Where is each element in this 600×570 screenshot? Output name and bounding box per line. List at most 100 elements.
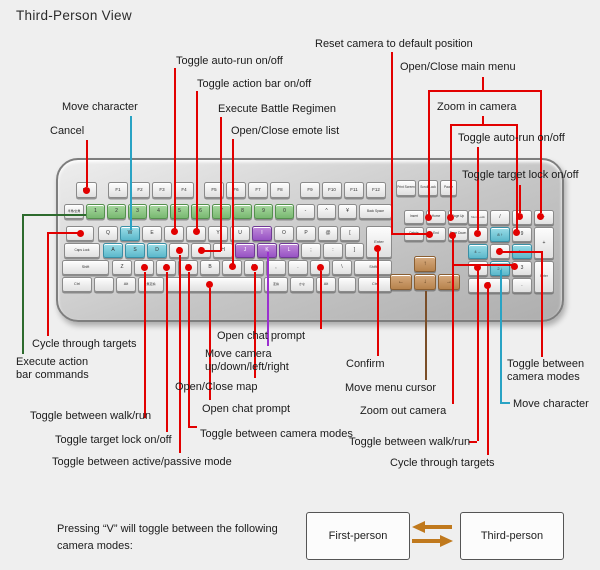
key-pause-15: Pause bbox=[440, 180, 457, 196]
key-marker-dot-16 bbox=[185, 264, 192, 271]
callout-move-character-right: Move character bbox=[513, 398, 589, 410]
key-marker-dot-12 bbox=[516, 213, 523, 220]
connector-line-3 bbox=[196, 91, 198, 230]
callout-toggle-walk-run-right: Toggle between walk/run bbox=[349, 436, 471, 448]
callout-zoom-in-camera: Zoom in camera bbox=[437, 101, 517, 113]
connector-line-22 bbox=[22, 214, 24, 354]
connector-line-21 bbox=[22, 214, 86, 216]
key---77: かな bbox=[290, 277, 314, 292]
key-j-52: J bbox=[235, 243, 255, 258]
key-f2-2: F2 bbox=[130, 182, 150, 198]
key-e-34: E bbox=[142, 226, 162, 241]
key---89: ↓ bbox=[414, 274, 436, 290]
connector-line-23 bbox=[144, 272, 146, 418]
key-marker-dot-11 bbox=[474, 230, 481, 237]
key---29: ¥ bbox=[338, 204, 357, 219]
connector-line-4 bbox=[220, 117, 222, 251]
key---43: [ bbox=[340, 226, 360, 241]
callout-cancel: Cancel bbox=[50, 125, 85, 137]
connector-line-31 bbox=[320, 271, 322, 329]
key-marker-dot-13 bbox=[141, 264, 148, 271]
connector-line-25 bbox=[179, 255, 181, 453]
key-marker-dot-8 bbox=[537, 213, 544, 220]
key-shift-70: Shift bbox=[354, 260, 392, 275]
callout-toggle-action-bar: Toggle action bar on/off bbox=[197, 78, 312, 90]
connector-line-29 bbox=[254, 272, 256, 378]
note-line1: Pressing “V” will toggle between the fol… bbox=[57, 523, 278, 535]
connector-line-12 bbox=[540, 90, 542, 213]
key-f3-3: F3 bbox=[152, 182, 172, 198]
callout-toggle-target-lock-right: Toggle target lock on/off bbox=[462, 169, 579, 181]
key-marker-dot-14 bbox=[163, 264, 170, 271]
connector-line-41 bbox=[500, 270, 502, 403]
key---69: \ bbox=[332, 260, 352, 275]
callout-execute-action-bar: Execute action bar commands bbox=[16, 356, 89, 381]
connector-line-42 bbox=[500, 402, 510, 404]
connector-line-9 bbox=[482, 77, 484, 90]
connector-line-27 bbox=[188, 426, 197, 428]
key-insert-81: Insert bbox=[404, 210, 424, 224]
connector-line-16 bbox=[516, 124, 518, 231]
connector-line-30 bbox=[267, 252, 269, 346]
key-blank-79 bbox=[338, 277, 356, 292]
callout-open-close-main-menu: Open/Close main menu bbox=[400, 61, 516, 73]
key-caps-lock-45: Caps Lock bbox=[64, 243, 100, 258]
key-marker-dot-18 bbox=[251, 264, 258, 271]
key---57: ] bbox=[345, 243, 364, 258]
key-0-26: 0 bbox=[275, 204, 294, 219]
connector-line-10 bbox=[428, 90, 541, 92]
connector-line-8 bbox=[391, 233, 427, 235]
key---90: → bbox=[438, 274, 460, 290]
note-line2: camera modes: bbox=[57, 540, 133, 552]
key-9-25: 9 bbox=[254, 204, 273, 219]
connector-line-0 bbox=[86, 140, 88, 187]
key-marker-dot-24 bbox=[484, 282, 491, 289]
key-y-37: Y bbox=[208, 226, 228, 241]
key-marker-dot-22 bbox=[511, 263, 518, 270]
key-marker-dot-17 bbox=[206, 281, 213, 288]
callout-open-close-map: Open/Close map bbox=[175, 381, 258, 393]
key-i-39: I bbox=[252, 226, 272, 241]
key-marker-dot-5 bbox=[229, 263, 236, 270]
key-f8-8: F8 bbox=[270, 182, 290, 198]
connector-line-11 bbox=[428, 90, 430, 215]
key-marker-dot-7 bbox=[426, 231, 433, 238]
callout-move-character-top: Move character bbox=[62, 101, 138, 113]
key---76: 変換 bbox=[264, 277, 288, 292]
connector-line-24 bbox=[166, 272, 168, 432]
key---42: @ bbox=[318, 226, 338, 241]
connector-line-35 bbox=[452, 264, 514, 266]
key-marker-dot-4 bbox=[198, 247, 205, 254]
key-marker-dot-9 bbox=[447, 214, 454, 221]
key-1-17: 1 bbox=[86, 204, 105, 219]
key-marker-dot-25 bbox=[496, 248, 503, 255]
connector-line-17 bbox=[477, 147, 479, 230]
key-u-38: U bbox=[230, 226, 250, 241]
key-marker-dot-1 bbox=[77, 230, 84, 237]
key-f11-11: F11 bbox=[344, 182, 364, 198]
connector-line-26 bbox=[188, 272, 190, 427]
page-title: Third-Person View bbox=[16, 8, 132, 23]
callout-toggle-autorun-top: Toggle auto-run on/off bbox=[176, 55, 283, 67]
callout-move-menu-cursor: Move menu cursor bbox=[345, 382, 437, 394]
key-2-18: 2 bbox=[107, 204, 126, 219]
connector-line-7 bbox=[391, 52, 393, 234]
connector-line-2 bbox=[174, 68, 176, 230]
key-ctrl-71: Ctrl bbox=[62, 277, 92, 292]
connector-line-19 bbox=[47, 232, 80, 234]
key-6-22: 6 bbox=[191, 204, 210, 219]
key-f4-4: F4 bbox=[174, 182, 194, 198]
callout-toggle-camera-modes-right: Toggle between camera modes bbox=[507, 358, 585, 383]
key---66: , bbox=[266, 260, 286, 275]
connector-line-20 bbox=[47, 232, 49, 336]
key---98: + bbox=[534, 227, 554, 259]
callout-toggle-autorun-right: Toggle auto-run on/off bbox=[458, 132, 565, 144]
key-f12-12: F12 bbox=[366, 182, 386, 198]
key-shift-58: Shift bbox=[62, 260, 109, 275]
camera-mode-note: Pressing “V” will toggle between the fol… bbox=[57, 521, 307, 555]
key-marker-dot-6 bbox=[425, 214, 432, 221]
connector-line-14 bbox=[450, 124, 517, 126]
connector-line-1 bbox=[130, 116, 132, 230]
key-alt-73: Alt bbox=[116, 277, 136, 292]
key-3-19: 3 bbox=[128, 204, 147, 219]
